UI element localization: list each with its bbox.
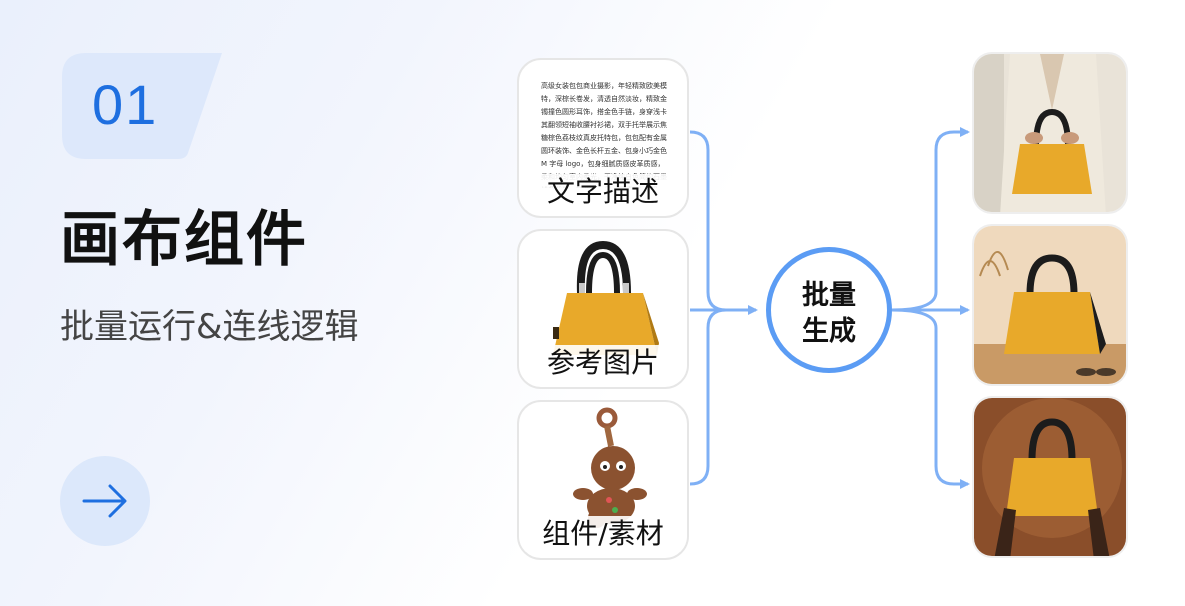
output-image-1[interactable] xyxy=(972,52,1128,214)
handbag-image xyxy=(553,240,659,355)
step-badge: 01 xyxy=(62,53,222,159)
text-description-card[interactable]: 高级女装包包商业摄影，年轻精致欧美模特，深棕长卷发，清透自然淡妆，精致金镯撞色圆… xyxy=(517,58,689,218)
batch-generate-line2: 生成 xyxy=(802,316,856,347)
component-material-card[interactable]: 组件/素材 xyxy=(517,400,689,560)
batch-generate-node[interactable]: 批量 生成 xyxy=(766,247,892,373)
batch-generate-line1: 批量 xyxy=(802,280,856,311)
batch-generate-label: 批量 生成 xyxy=(771,278,887,350)
next-button[interactable] xyxy=(60,456,150,546)
step-number: 01 xyxy=(92,73,159,136)
description-text: 高级女装包包商业摄影，年轻精致欧美模特，深棕长卷发，清透自然淡妆，精致金镯撞色圆… xyxy=(541,82,667,188)
model-holding-bag-image xyxy=(974,54,1126,212)
output-image-3[interactable] xyxy=(972,396,1128,558)
arrow-right-icon xyxy=(82,484,127,518)
text-description-label: 文字描述 xyxy=(519,174,687,210)
reference-image-label: 参考图片 xyxy=(519,345,687,381)
bag-on-table-image xyxy=(974,226,1126,384)
reference-image-card[interactable]: 参考图片 xyxy=(517,229,689,389)
page-subtitle: 批量运行&连线逻辑 xyxy=(60,307,359,347)
component-material-label: 组件/素材 xyxy=(519,516,687,552)
page-title: 画布组件 xyxy=(60,205,308,275)
badge-shape xyxy=(62,53,222,159)
hands-holding-bag-image xyxy=(974,398,1126,556)
output-image-2[interactable] xyxy=(972,224,1128,386)
